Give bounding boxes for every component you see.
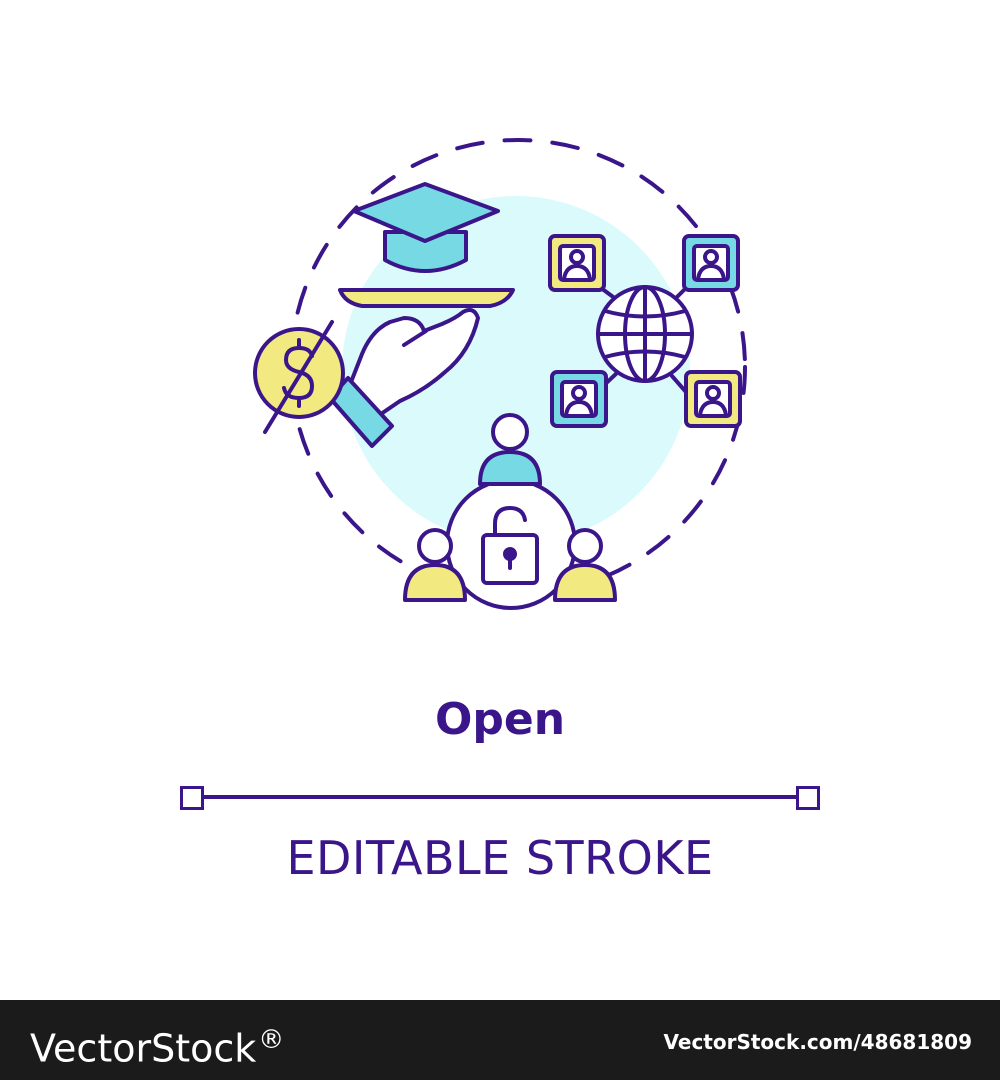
globe-icon <box>596 285 694 383</box>
footer-bar: VectorStock® VectorStock.com/48681809 <box>0 1000 1000 1080</box>
user-profile-icon <box>550 370 608 428</box>
concept-title: Open <box>434 694 566 745</box>
serving-tray-icon <box>338 288 515 308</box>
stroke-handle-left <box>180 786 204 810</box>
editable-stroke-line <box>191 795 809 799</box>
brand-logo: VectorStock® <box>30 1016 284 1073</box>
user-profile-icon <box>548 234 606 292</box>
user-profile-icon <box>682 234 740 292</box>
hand-icon <box>328 308 480 448</box>
image-credit: VectorStock.com/48681809 <box>663 1030 973 1054</box>
editable-stroke-label: EDITABLE STROKE <box>286 831 714 885</box>
unlocked-padlock-icon <box>481 506 539 585</box>
open-concept-illustration <box>253 138 747 610</box>
graduation-cap-icon <box>352 182 500 273</box>
no-dollar-icon <box>253 320 345 434</box>
stroke-handle-right <box>796 786 820 810</box>
brand-name: VectorStock <box>30 1026 257 1071</box>
user-profile-icon <box>684 370 742 428</box>
registered-mark: ® <box>258 1025 285 1055</box>
